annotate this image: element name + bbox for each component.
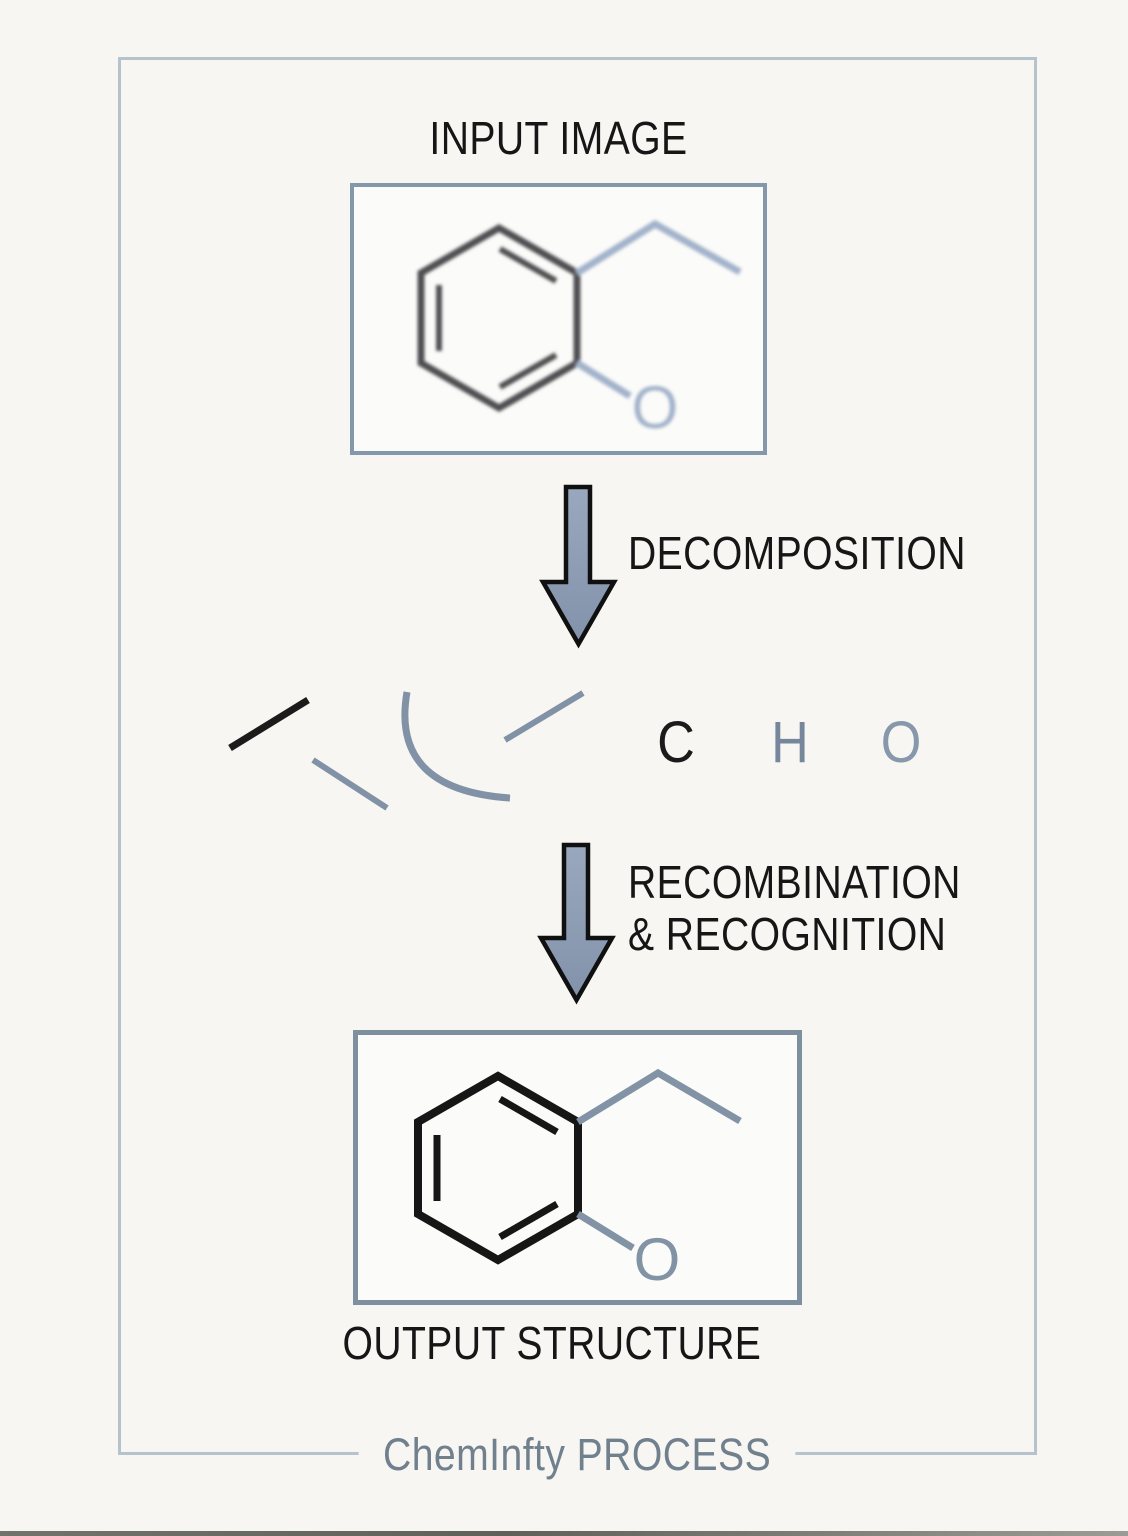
page-bottom-edge: [0, 1531, 1128, 1536]
output-structure-label: OUTPUT STRUCTURE: [342, 1317, 762, 1369]
decomposition-label: DECOMPOSITION: [628, 527, 966, 579]
footer: ChemInfty PROCESS: [118, 1431, 1037, 1479]
input-image-title: INPUT IMAGE: [429, 112, 688, 164]
recombination-label-line1: RECOMBINATION: [628, 856, 961, 908]
footer-label: ChemInfty PROCESS: [359, 1431, 796, 1479]
recombination-label: RECOMBINATION & RECOGNITION: [628, 856, 1020, 960]
recombination-label-line2: & RECOGNITION: [628, 908, 947, 960]
input-image-box: [350, 183, 767, 455]
output-structure-box: [353, 1030, 802, 1305]
